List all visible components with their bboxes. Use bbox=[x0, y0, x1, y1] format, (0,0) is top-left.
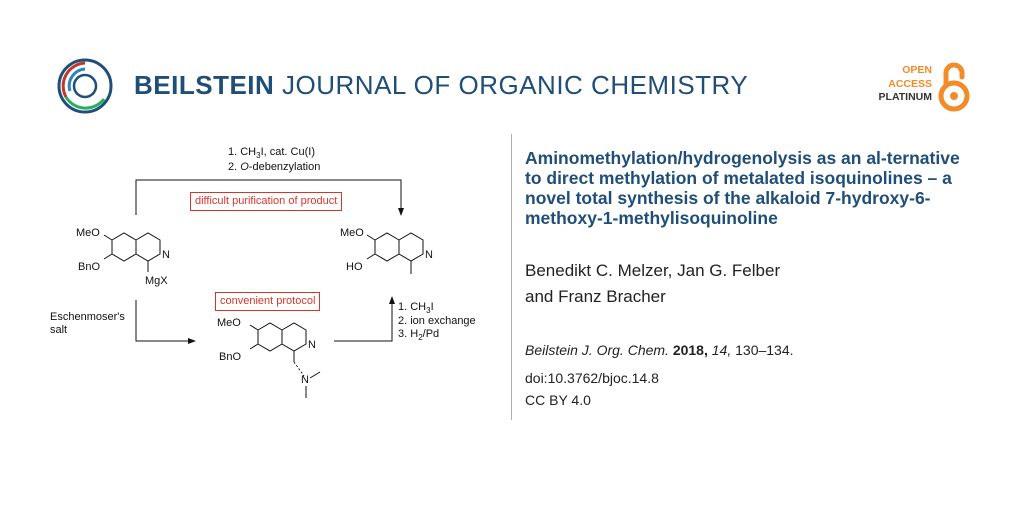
journal-name: BEILSTEIN JOURNAL OF ORGANIC CHEMISTRY bbox=[134, 70, 748, 101]
license: CC BY 4.0 bbox=[525, 392, 591, 408]
product-meo: MeO bbox=[340, 227, 364, 239]
sm-bno: BnO bbox=[78, 261, 101, 273]
open-access-lock-icon bbox=[938, 62, 970, 112]
top-condition-1: 1. CH3I, cat. Cu(I) bbox=[228, 146, 315, 162]
right-cond-3-b: /Pd bbox=[422, 328, 440, 340]
journal-name-rest: JOURNAL OF ORGANIC CHEMISTRY bbox=[282, 70, 749, 100]
journal-abbrev: Beilstein J. Org. Chem. bbox=[525, 342, 669, 358]
top-cond-2-num: 2. bbox=[228, 161, 241, 173]
right-cond-1-b: I bbox=[430, 301, 434, 313]
sm-n: N bbox=[162, 249, 170, 261]
oa-access: ACCESS bbox=[888, 77, 932, 90]
authors: Benedikt C. Melzer, Jan G. Felber and Fr… bbox=[525, 258, 965, 310]
top-cond-2-italic: O bbox=[240, 161, 249, 173]
top-cond-1-a: 1. CH bbox=[228, 146, 257, 158]
beilstein-ring-logo-icon bbox=[57, 58, 113, 114]
right-condition-1: 1. CH3I bbox=[398, 301, 434, 317]
reaction-scheme bbox=[103, 179, 424, 398]
convenient-protocol-box: convenient protocol bbox=[215, 292, 321, 311]
difficult-purification-box: difficult purification of product bbox=[190, 192, 343, 211]
product-n: N bbox=[425, 249, 433, 261]
open-access-label: OPEN ACCESS PLATINUM bbox=[879, 64, 932, 105]
top-cond-2-rest: -debenzylation bbox=[248, 161, 321, 173]
eschenmoser-label-1: Eschenmoser's bbox=[50, 311, 125, 323]
sm-mgx: MgX bbox=[145, 275, 168, 287]
int-bno: BnO bbox=[219, 351, 242, 363]
right-condition-3: 3. H2/Pd bbox=[398, 328, 439, 344]
right-cond-1-sub: 3 bbox=[426, 306, 431, 316]
int-amine-n: N bbox=[301, 374, 309, 386]
int-n: N bbox=[308, 339, 316, 351]
int-meo: MeO bbox=[217, 317, 241, 329]
citation-pages: 130–134. bbox=[735, 342, 794, 358]
authors-line-1: Benedikt C. Melzer, Jan G. Felber bbox=[525, 261, 781, 280]
sm-meo: MeO bbox=[76, 227, 100, 239]
oa-platinum: PLATINUM bbox=[878, 91, 932, 103]
journal-name-bold: BEILSTEIN bbox=[134, 70, 275, 100]
eschenmoser-label-2: salt bbox=[50, 324, 68, 336]
doi: doi:10.3762/bjoc.14.8 bbox=[525, 370, 659, 386]
top-cond-1-b: I, cat. Cu(I) bbox=[260, 146, 315, 158]
oa-open: OPEN bbox=[902, 64, 932, 76]
citation-year: 2018, bbox=[672, 342, 708, 358]
right-cond-1-a: 1. CH bbox=[398, 301, 427, 313]
authors-line-2: and Franz Bracher bbox=[525, 287, 666, 306]
product-ho: HO bbox=[346, 261, 363, 273]
top-condition-2: 2. O-debenzylation bbox=[228, 161, 320, 174]
top-cond-1-sub: 3 bbox=[256, 151, 261, 161]
citation: Beilstein J. Org. Chem. 2018, 14, 130–13… bbox=[525, 342, 794, 358]
article-title: Aminomethylation/hydrogenolysis as an al… bbox=[525, 148, 960, 228]
vertical-divider bbox=[511, 134, 512, 420]
right-condition-2: 2. ion exchange bbox=[398, 315, 476, 327]
right-cond-3-sub: 2 bbox=[418, 333, 423, 343]
right-cond-3-a: 3. H bbox=[398, 328, 419, 340]
citation-volume: 14, bbox=[711, 342, 732, 358]
